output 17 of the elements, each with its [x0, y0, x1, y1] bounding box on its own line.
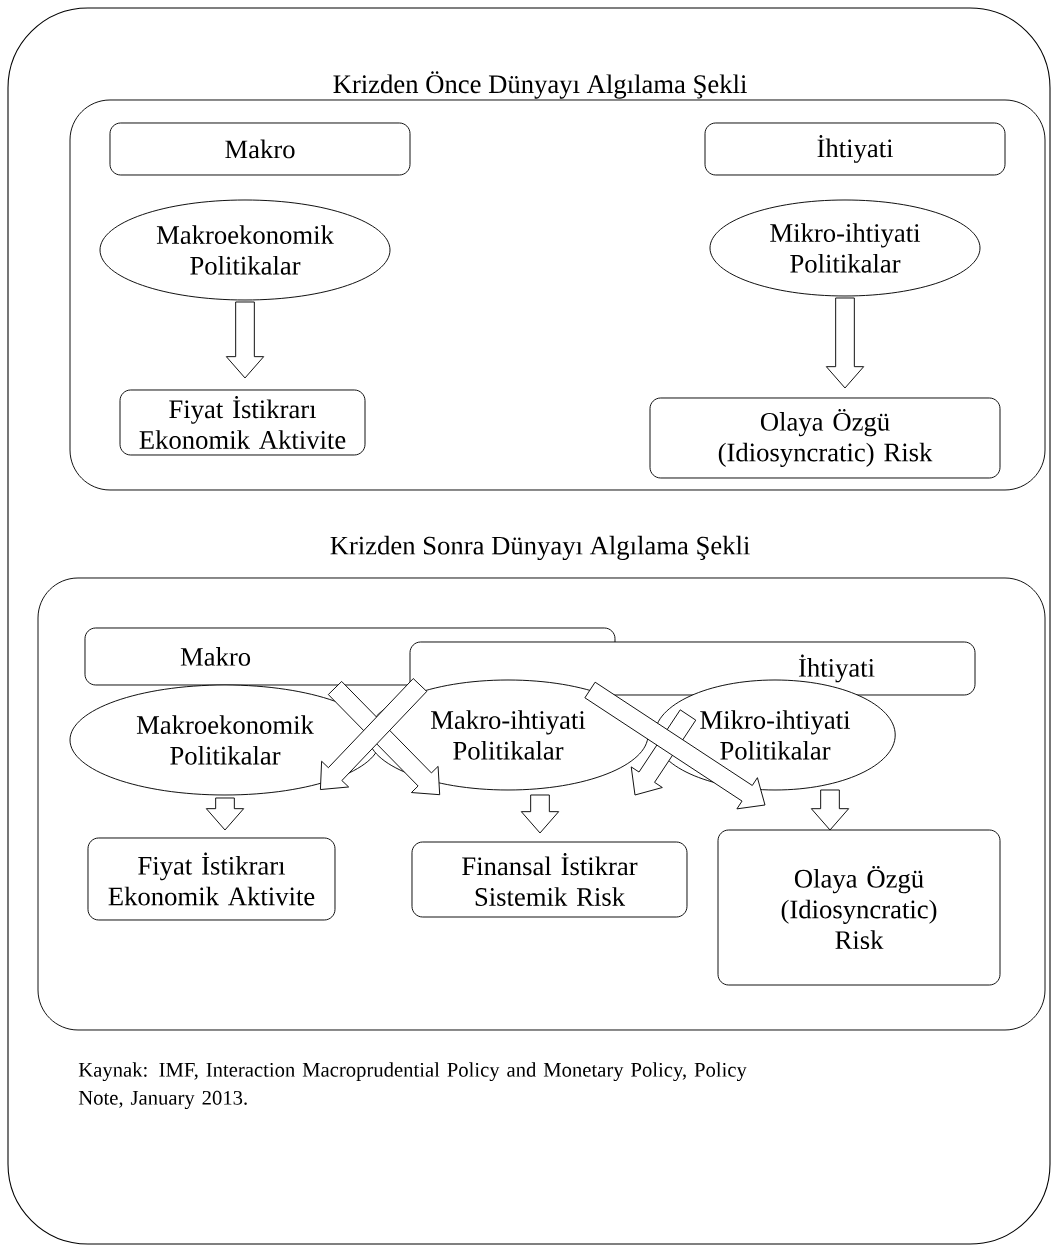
block-arrow — [825, 297, 865, 389]
block-arrow — [225, 301, 265, 379]
block-arrow — [584, 681, 766, 810]
label-box: Fiyat İstikrarı Ekonomik Aktivite — [119, 389, 366, 456]
label-box: İhtiyati — [704, 122, 1006, 176]
block-arrow — [520, 794, 560, 834]
block-arrow — [319, 678, 428, 791]
label-box: Fiyat İstikrarı Ekonomik Aktivite — [87, 837, 336, 921]
label-box: Olaya Özgü (Idiosyncratic) Risk — [717, 829, 1001, 986]
label-box: Makro — [109, 122, 411, 176]
source-caption: Kaynak: IMF, Interaction Macroprudential Policy and Monetary Policy, Policy Note, January 2013. — [78, 1062, 747, 1110]
panel-heading: Krizden Sonra Dünyayı Algılama Şekli — [330, 535, 750, 561]
block-arrow — [205, 797, 245, 831]
label-box: Olaya Özgü (Idiosyncratic) Risk — [649, 397, 1001, 479]
label-box: Finansal İstikrar Sistemik Risk — [411, 841, 688, 918]
block-arrow — [810, 789, 850, 831]
panel-heading: Krizden Önce Dünyayı Algılama Şekli — [333, 71, 747, 99]
